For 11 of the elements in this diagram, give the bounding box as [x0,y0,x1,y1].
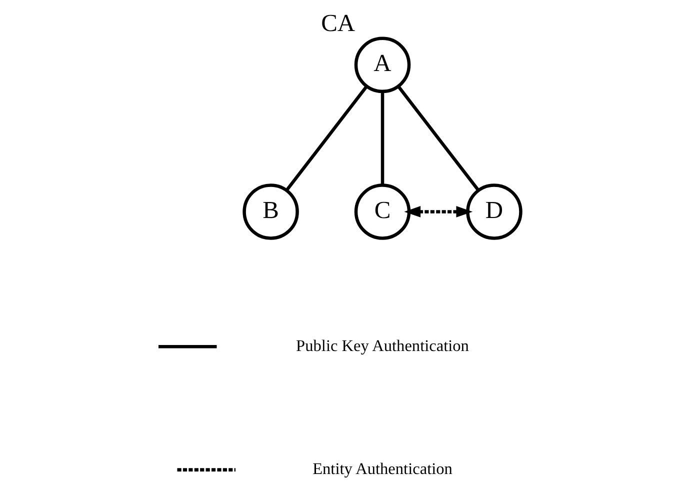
arrow [404,206,472,218]
node-label: CA [320,10,355,38]
node-circle: C [354,184,410,240]
legend-label: Entity Authentication [312,458,452,478]
legend-label: Public Key Authentication [296,336,468,355]
node-circle: A [354,36,410,94]
connector [284,85,368,192]
node-circle: D [466,184,522,240]
connector [396,85,480,192]
node-circle: B [242,184,298,240]
connector [380,92,384,186]
